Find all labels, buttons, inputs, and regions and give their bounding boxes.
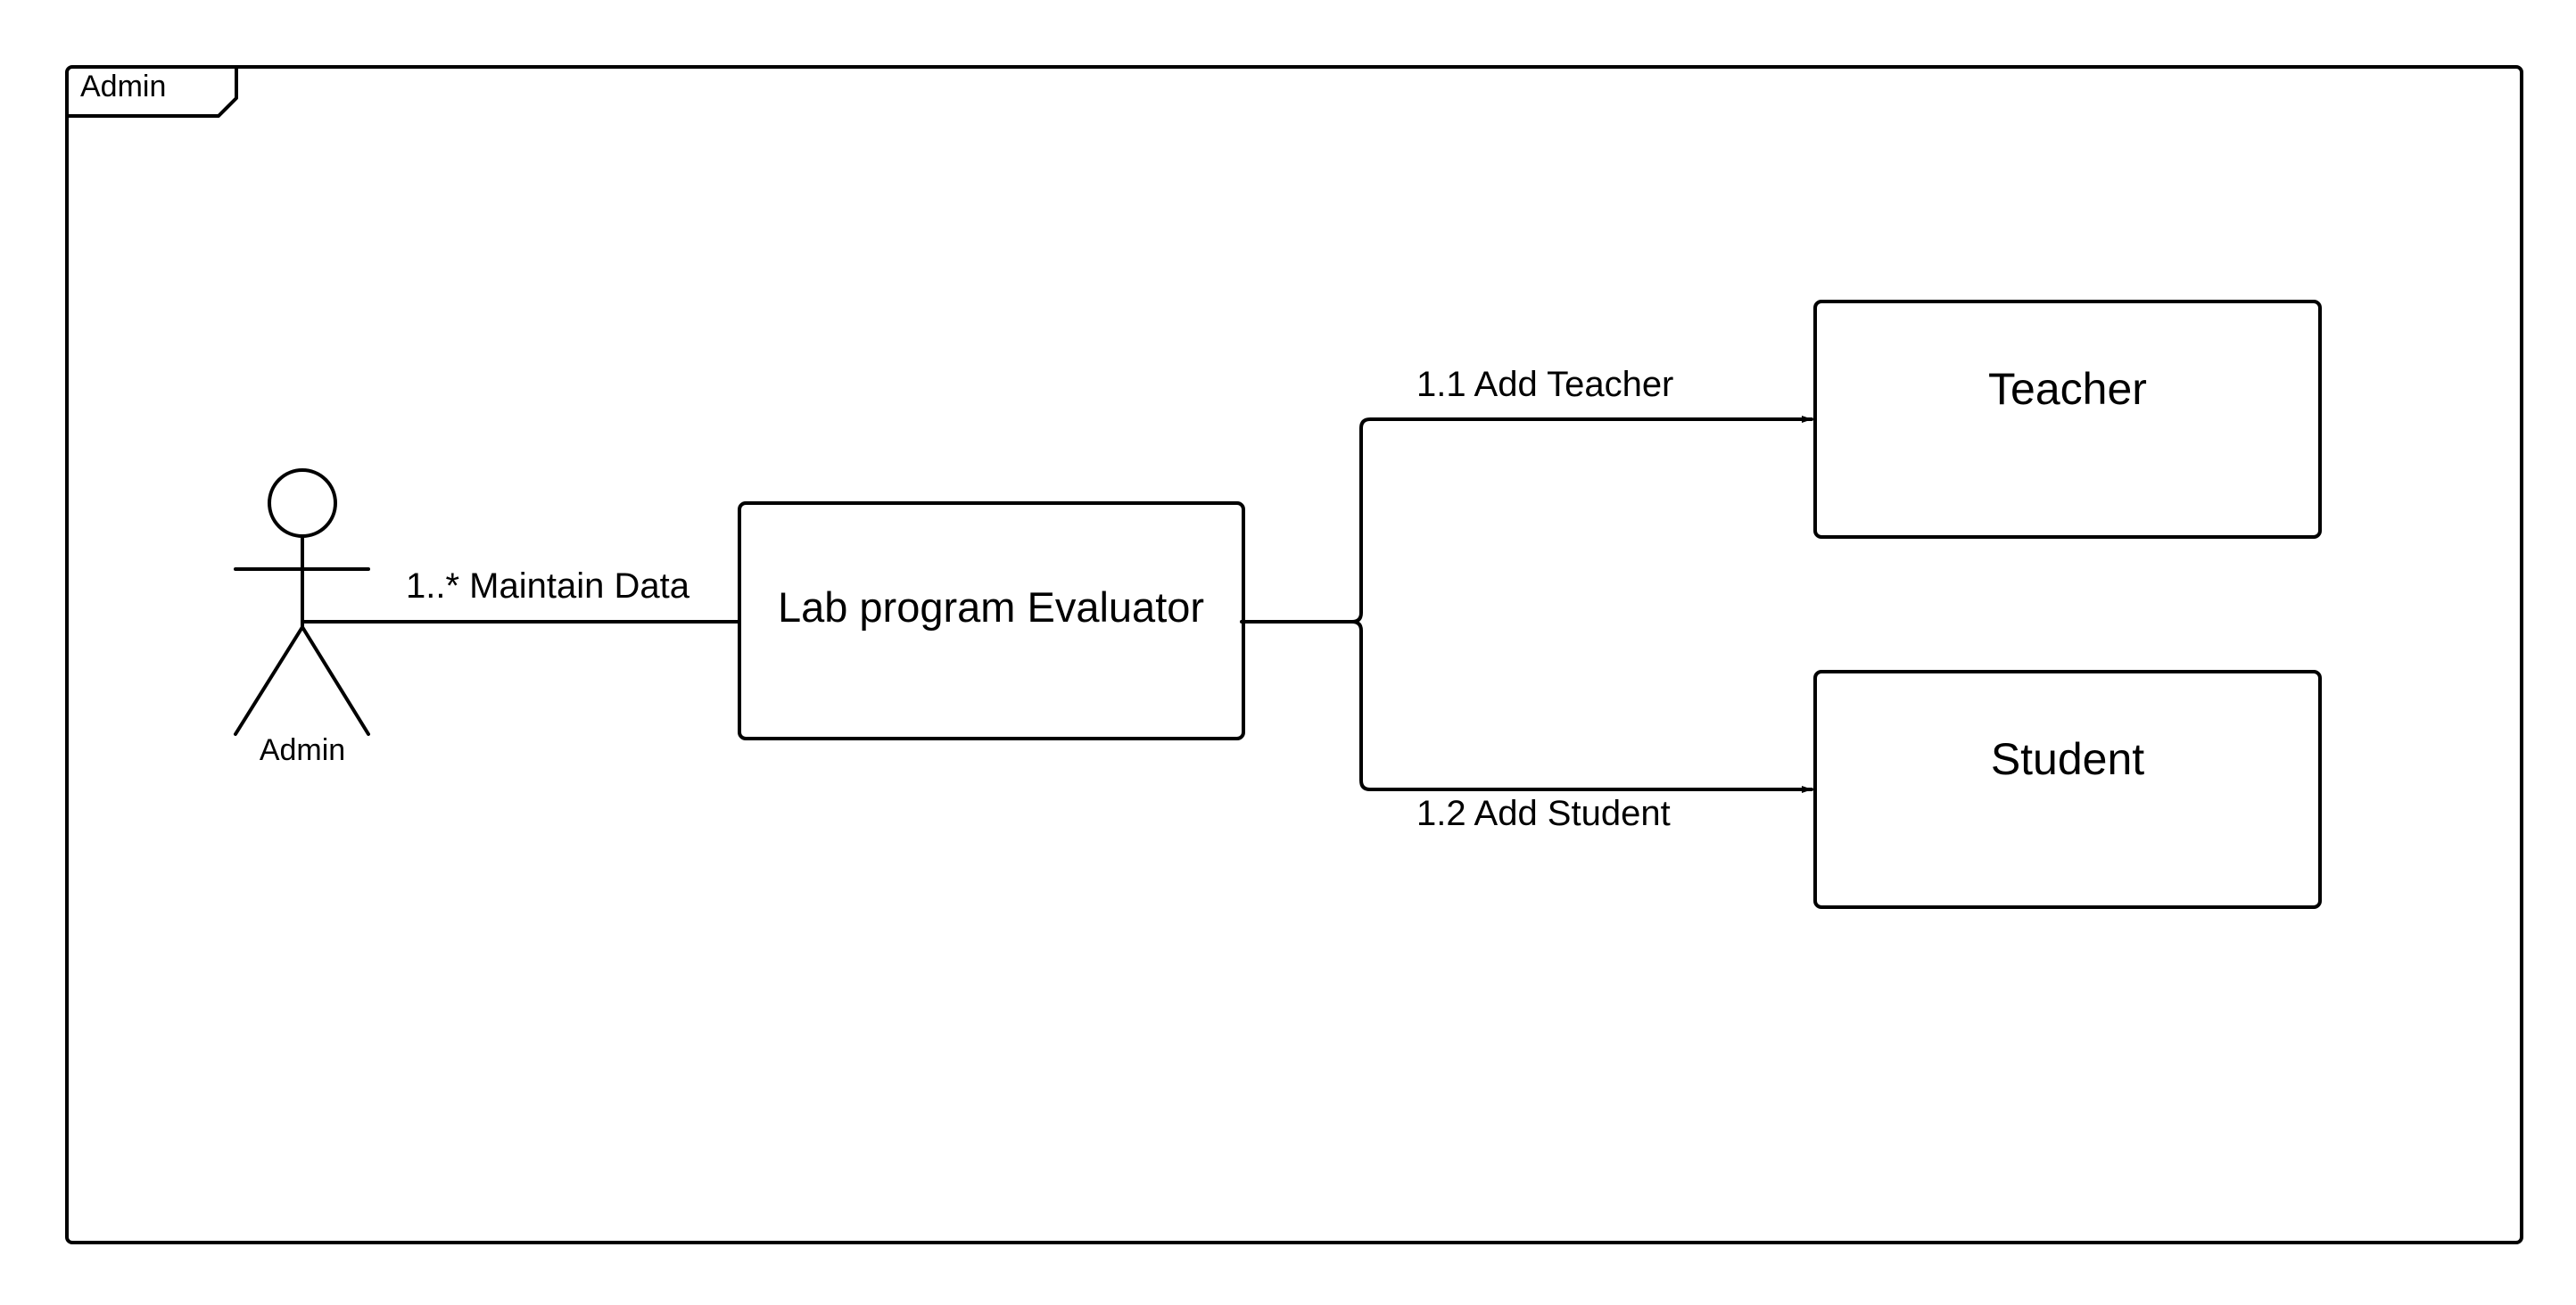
node-teacher-box (1813, 300, 2322, 539)
edge-add-teacher-label: 1.1 Add Teacher (1416, 365, 1673, 404)
node-evaluator-label: Lab program Evaluator (778, 583, 1204, 631)
actor-label: Admin (260, 733, 345, 767)
node-student-label: Student (1991, 734, 2144, 784)
edge-branch-lower (1350, 620, 1743, 791)
actor-right-leg (301, 625, 370, 736)
frame-border (65, 65, 2523, 1244)
actor-left-leg (234, 625, 304, 736)
node-evaluator[interactable]: Lab program Evaluator (738, 501, 1245, 740)
edge-maintain-label: 1..* Maintain Data (406, 566, 690, 606)
frame: Admin (65, 65, 2523, 1244)
actor-head (268, 468, 337, 538)
node-student[interactable]: Student (1813, 670, 2322, 909)
edge-maintain-data[interactable]: 1..* Maintain Data (301, 566, 741, 624)
node-teacher[interactable]: Teacher (1813, 300, 2322, 539)
node-teacher-label: Teacher (1988, 364, 2147, 414)
frame-label: Admin (80, 70, 166, 103)
edge-branch-trunk (1240, 417, 1743, 624)
actor-admin[interactable]: Admin (234, 468, 370, 767)
frame-tab (65, 65, 238, 118)
node-student-box (1813, 670, 2322, 909)
edge-branch: 1.1 Add Teacher 1.2 Add Student (1240, 365, 1813, 833)
edge-add-student-label: 1.2 Add Student (1416, 794, 1671, 833)
